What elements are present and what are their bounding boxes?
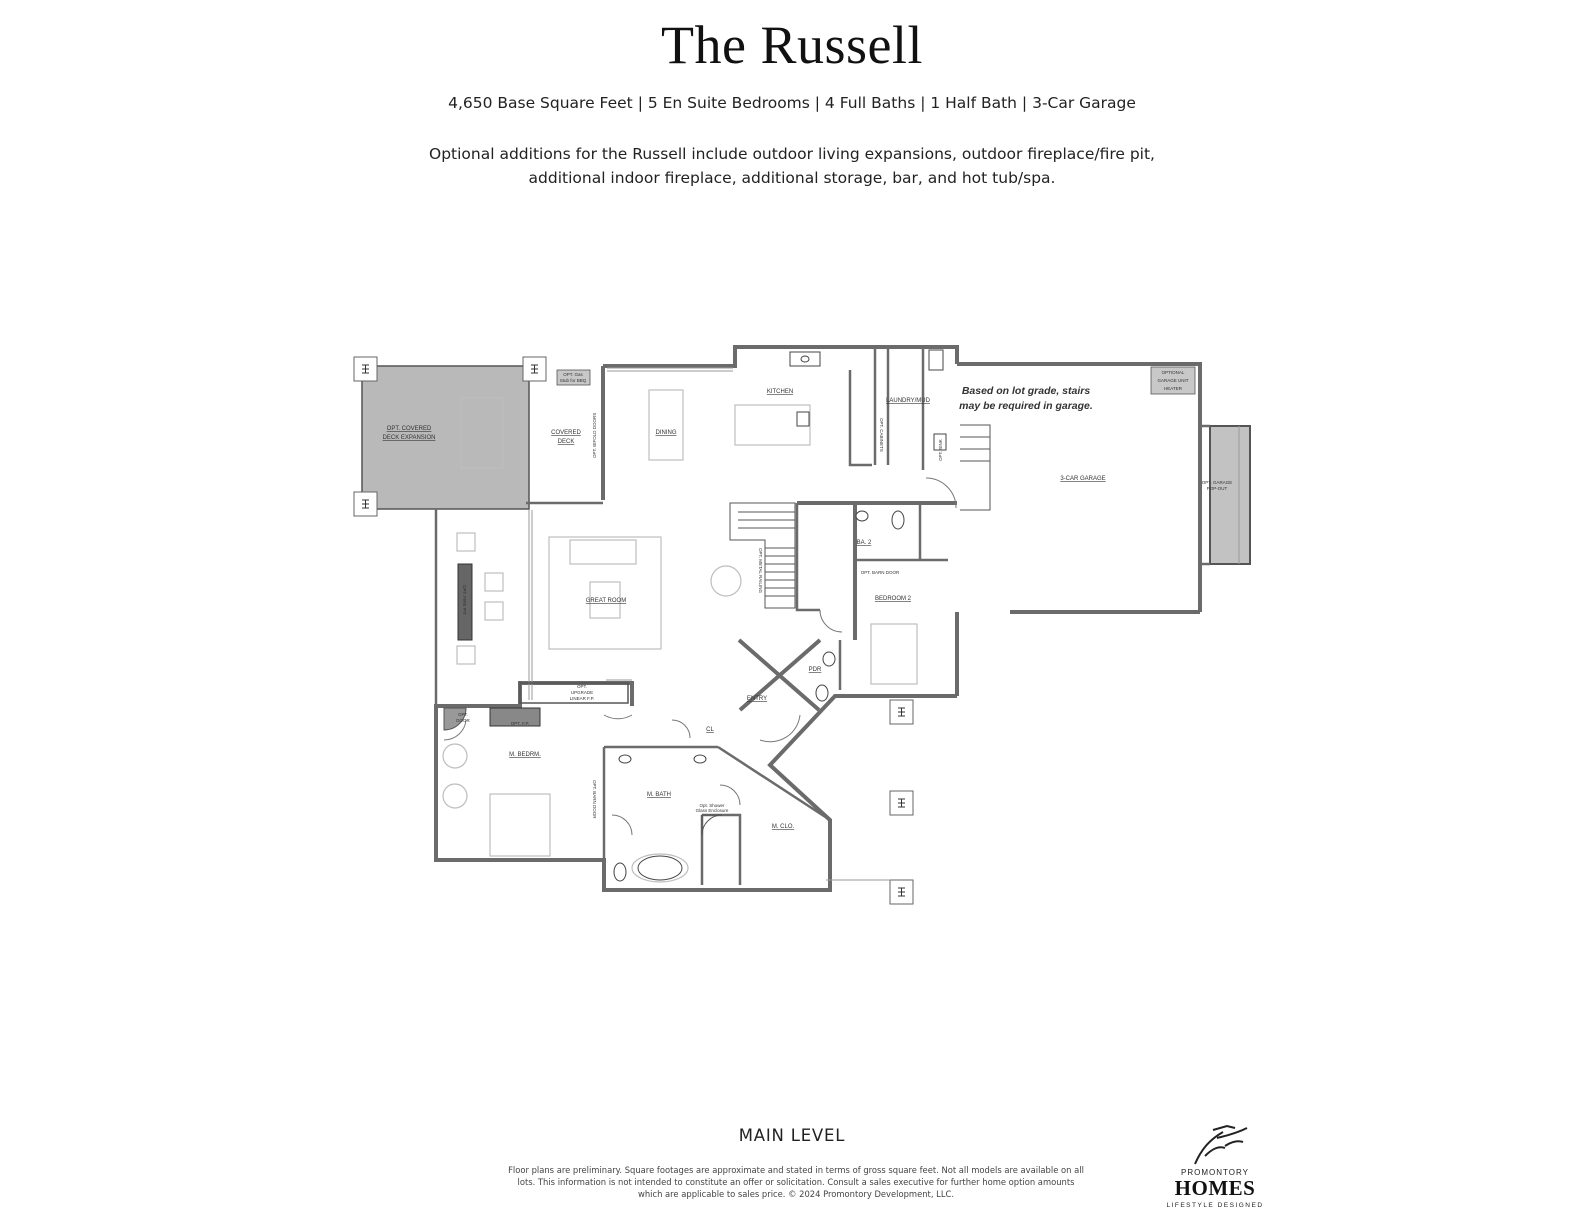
label-covered-deck-1: COVERED	[551, 430, 581, 436]
stairs	[729, 424, 991, 609]
home-specs: 4,650 Base Square Feet | 5 En Suite Bedr…	[448, 94, 1136, 112]
label-cl: CL	[706, 727, 714, 733]
opt-gas-stub-box	[556, 369, 591, 386]
label-opt-shower-1: Opt. Shower	[699, 803, 725, 808]
logo-line-1: PROMONTORY	[1181, 1168, 1249, 1177]
logo-line-3: LIFESTYLE DESIGNED	[1166, 1202, 1264, 1209]
label-opt-barn-door: OPT. BARN DOOR	[861, 570, 900, 575]
label-opt-upgrade-1: OPT.	[577, 684, 587, 689]
level-label: MAIN LEVEL	[738, 1126, 846, 1145]
label-pdr: PDR	[809, 667, 822, 673]
label-opt-door-2: DOOR	[456, 718, 470, 723]
opt-shower-quarter	[701, 814, 723, 836]
label-opt-bifold: OPT. BIFOLD DOORS	[592, 413, 597, 458]
label-opt-metal-railing: OPT. METAL RAILING	[758, 548, 763, 594]
label-opt-gas-1: OPT. Gas	[563, 372, 583, 377]
promontory-homes-logo: PROMONTORY HOMES LIFESTYLE DESIGNED	[1165, 1120, 1265, 1212]
logo-emblem-icon	[1194, 1124, 1248, 1165]
label-opt-fire-pit: OPT. FIRE PIT	[462, 585, 467, 615]
fixtures	[613, 349, 947, 882]
label-bath-2: BA. 2	[857, 540, 872, 546]
outdoor-fire-pit	[457, 563, 473, 641]
label-opt-shower-2: Glass Enclosure	[696, 808, 729, 813]
label-opt-garage-popout-1: OPT. GARAGE	[1202, 480, 1233, 485]
label-kitchen: KITCHEN	[767, 389, 793, 395]
opt-upgrade-linear-fp	[519, 682, 629, 704]
label-opt-door-1: OPT.	[458, 712, 468, 717]
opt-garage-unit-box	[1150, 366, 1196, 395]
disclaimer-text: Floor plans are preliminary. Square foot…	[508, 1165, 1084, 1199]
optional-additions-description: Optional additions for the Russell inclu…	[429, 145, 1155, 187]
label-m-bath: M. BATH	[647, 792, 671, 798]
door-swings	[443, 477, 957, 836]
label-opt-upgrade-3: LINEAR F.P.	[570, 696, 595, 701]
label-covered-deck-2: DECK	[558, 439, 575, 445]
garage-stairs-note-line-1: Based on lot grade, stairs	[962, 385, 1091, 397]
label-bedroom-2: BEDROOM 2	[875, 596, 912, 602]
label-entry: ENTRY	[747, 696, 767, 702]
opt-door-quarter	[443, 707, 467, 731]
label-opt-covered-deck-2: DECK EXPANSION	[383, 435, 436, 441]
label-dining: DINING	[656, 430, 677, 436]
furniture	[442, 389, 918, 883]
opt-covered-deck-area	[361, 365, 530, 510]
label-opt-barn-door-2: OPT. BARN DOOR	[592, 780, 597, 819]
label-opt-garage-unit-2: GARAGE UNIT	[1157, 378, 1188, 383]
label-opt-cabinets: OPT. CABINETS	[879, 418, 884, 452]
label-great-room: GREAT ROOM	[586, 598, 626, 604]
label-opt-covered-deck-1: OPT. COVERED	[387, 426, 432, 432]
label-m-bedrm: M. BEDRM.	[509, 752, 541, 758]
label-opt-fp: OPT. F.P.	[511, 721, 529, 726]
label-opt-garage-popout-2: POP-OUT	[1207, 486, 1228, 491]
interior-walls	[434, 348, 1210, 890]
label-opt-sink: OPT. SINK	[938, 439, 943, 461]
label-opt-upgrade-2: UPGRADE	[571, 690, 593, 695]
window-lines	[528, 367, 1240, 881]
label-garage: 3-CAR GARAGE	[1060, 476, 1105, 482]
logo-line-2: HOMES	[1174, 1176, 1256, 1200]
label-opt-garage-unit-1: OPTIONAL	[1162, 370, 1185, 375]
post-glyphs	[362, 364, 905, 897]
label-opt-garage-unit-3: HEATER	[1164, 386, 1183, 391]
label-opt-gas-2: Stub for BBQ	[560, 378, 587, 383]
label-laundry-mud: LAUNDRY/MUD	[886, 398, 931, 404]
garage-stairs-note-line-2: may be required in garage.	[959, 400, 1093, 412]
label-m-clo: M. CLO.	[772, 824, 795, 830]
page-title: The Russell	[661, 15, 923, 75]
opt-fp-box	[489, 707, 541, 727]
opt-garage-popout-area	[1209, 425, 1251, 565]
